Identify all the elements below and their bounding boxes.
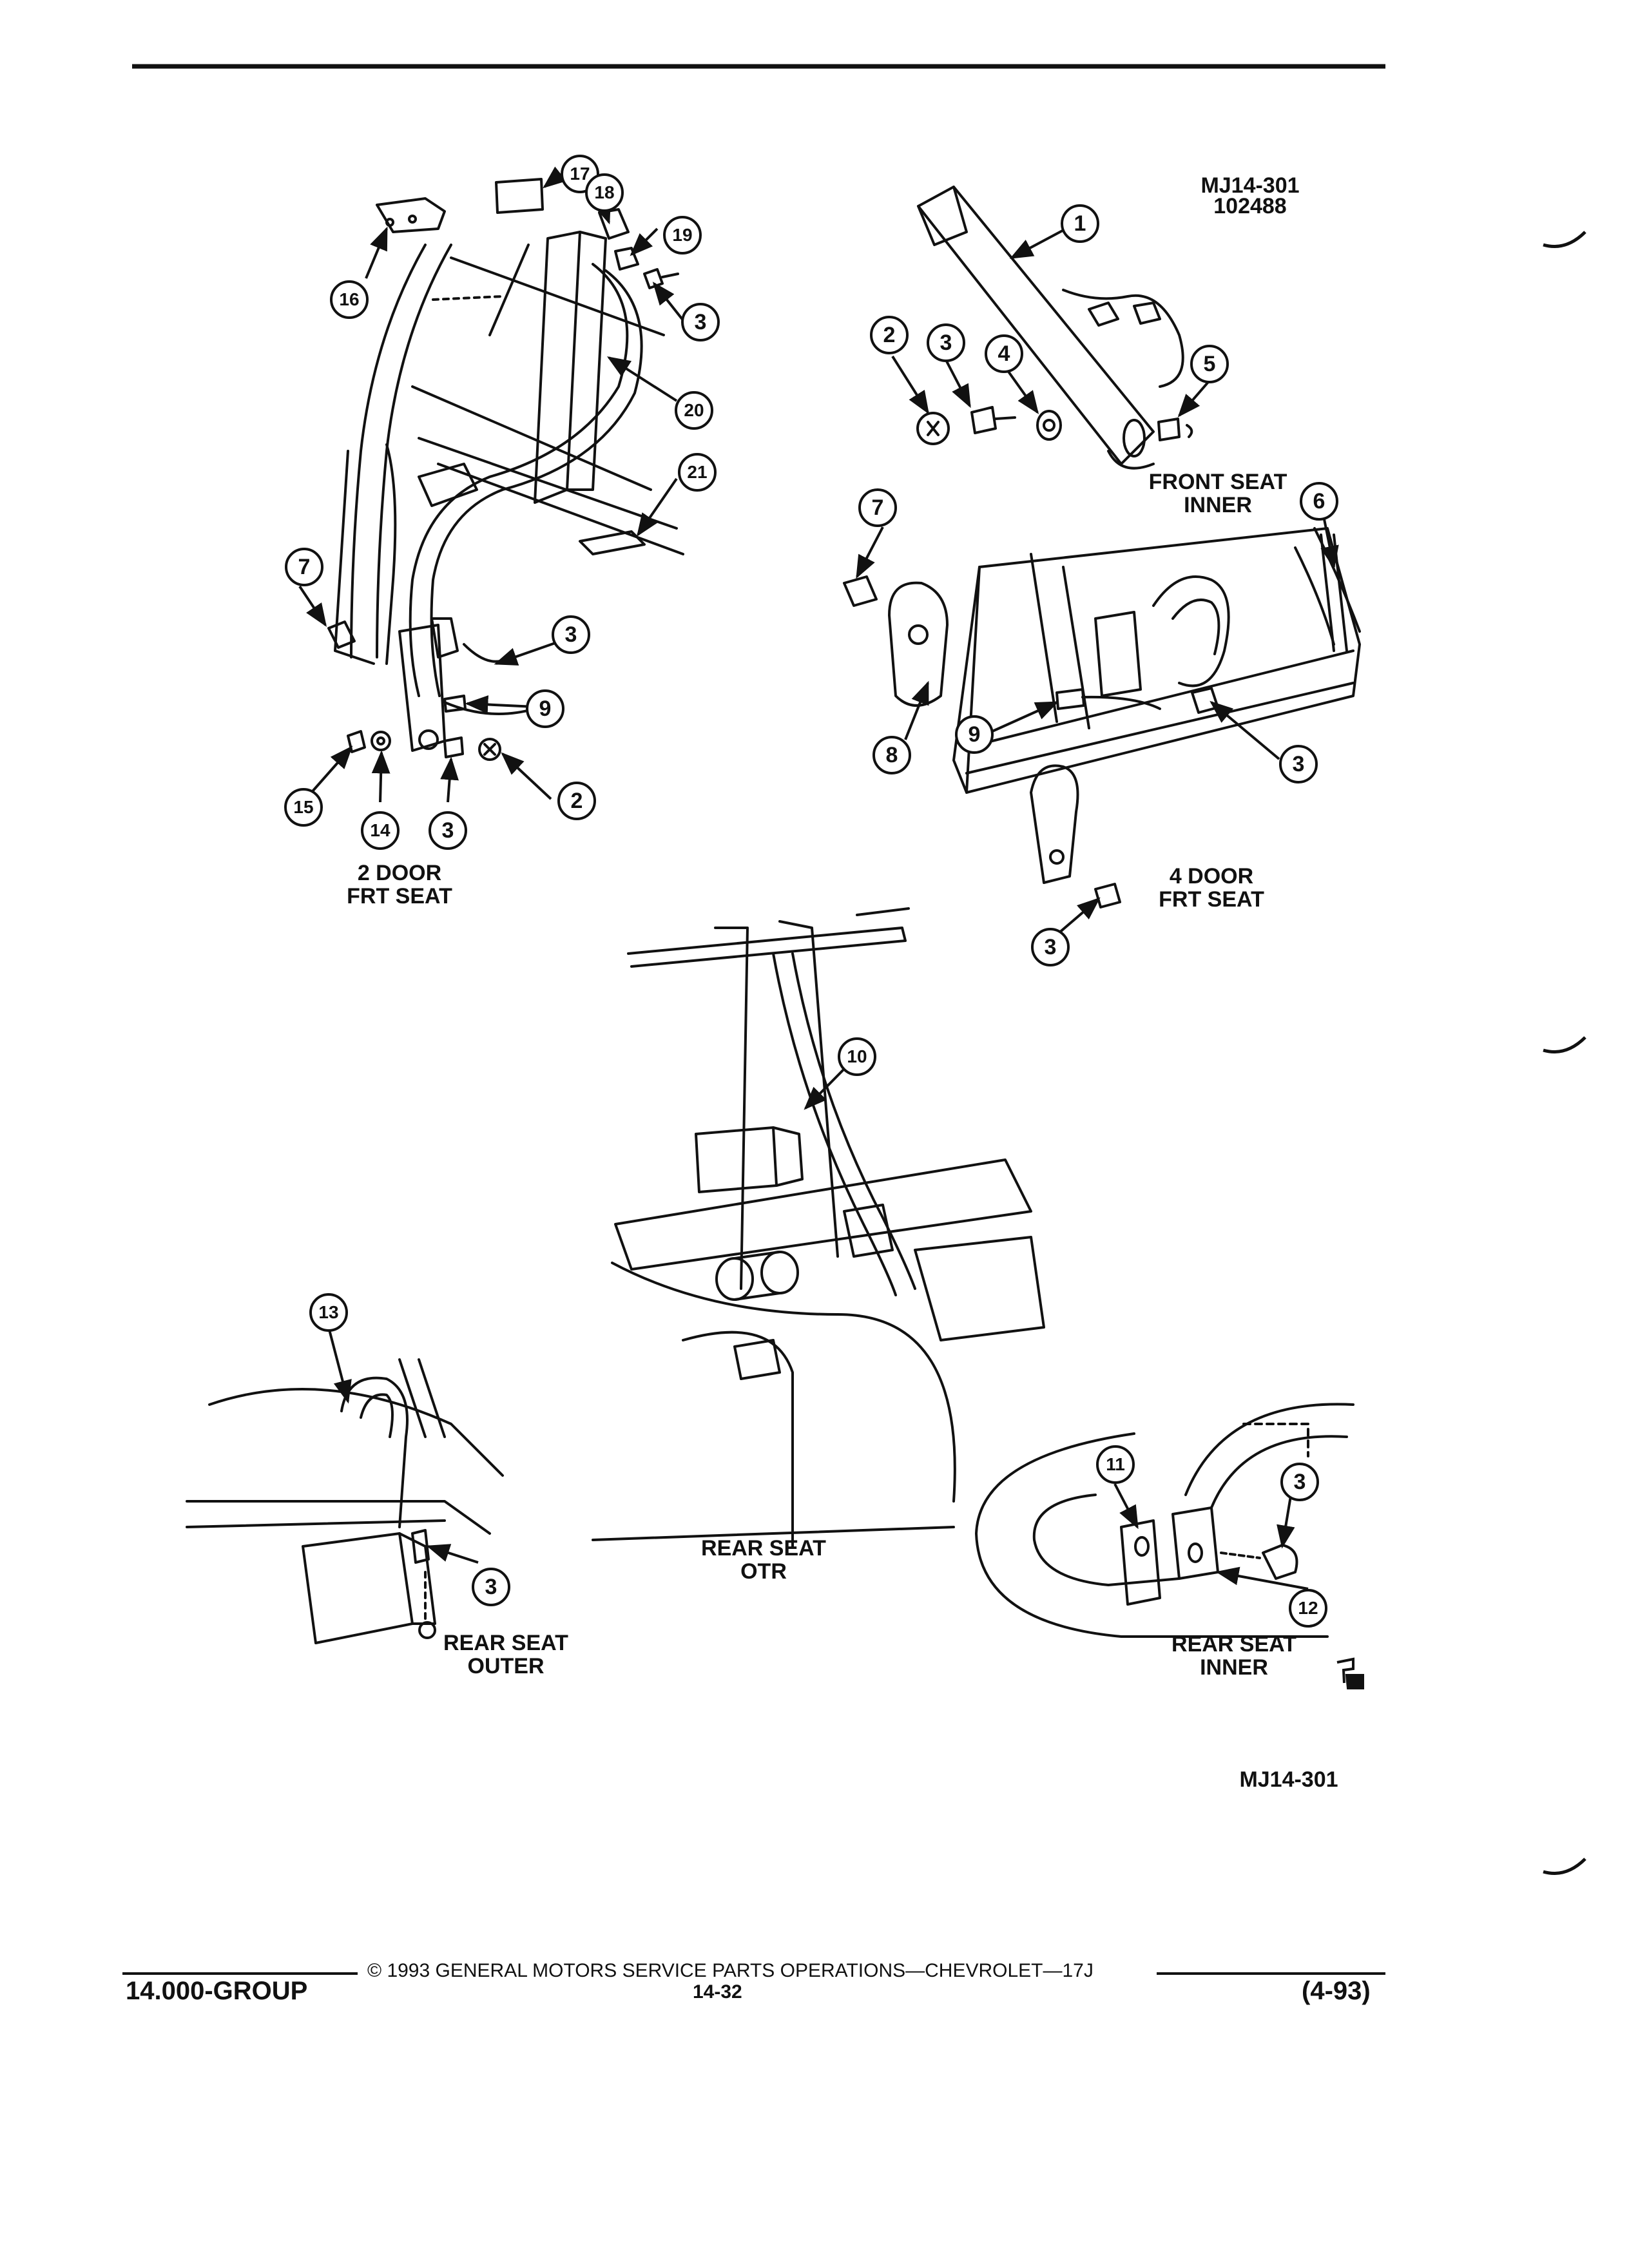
callout-3: 3 bbox=[1293, 1470, 1306, 1494]
callout-20: 20 bbox=[684, 400, 704, 420]
footer-copyright: © 1993 GENERAL MOTORS SERVICE PARTS OPER… bbox=[367, 1960, 1094, 1981]
caption-line: FRONT SEAT bbox=[1148, 470, 1287, 494]
figure-id-bottom: MJ14-301 bbox=[1239, 1767, 1338, 1792]
callout-2: 2 bbox=[570, 789, 583, 813]
binder-marks bbox=[1543, 231, 1586, 1875]
callout-circle-10 bbox=[838, 1037, 876, 1076]
callout-circle-7a bbox=[858, 488, 897, 527]
caption-line: REAR SEAT bbox=[443, 1631, 568, 1655]
callout-7: 7 bbox=[871, 495, 884, 520]
callout-12: 12 bbox=[1298, 1598, 1318, 1618]
callout-3: 3 bbox=[694, 310, 707, 334]
callout-9: 9 bbox=[968, 722, 981, 747]
callout-15: 15 bbox=[293, 797, 314, 817]
callout-circle-2a bbox=[870, 316, 909, 354]
callout-13: 13 bbox=[318, 1302, 339, 1322]
callout-14: 14 bbox=[370, 820, 390, 840]
footer-revision: (4-93) bbox=[1302, 1977, 1371, 2005]
caption-rear-seat-otr: REAR SEAT OTR bbox=[693, 1535, 834, 1584]
callout-circle-15 bbox=[284, 788, 323, 827]
callout-3: 3 bbox=[1044, 935, 1057, 959]
callout-circle-8 bbox=[872, 736, 911, 774]
caption-four-door-front-seat: 4 DOOR FRT SEAT bbox=[1141, 863, 1282, 912]
callout-16: 16 bbox=[339, 289, 360, 309]
caption-line: REAR SEAT bbox=[701, 1536, 826, 1561]
rear-seat-outer-illustration bbox=[186, 1358, 504, 1644]
callout-3: 3 bbox=[564, 622, 577, 647]
callout-circle-3f bbox=[429, 811, 467, 850]
callout-circle-3g bbox=[472, 1568, 510, 1606]
callout-circle-9a bbox=[955, 715, 994, 754]
callout-circle-6 bbox=[1300, 482, 1338, 521]
callout-circle-9b bbox=[526, 689, 564, 728]
caption-line: FRT SEAT bbox=[347, 884, 452, 908]
caption-line: OUTER bbox=[467, 1654, 545, 1678]
callout-circle-14 bbox=[361, 811, 400, 850]
two-door-front-seat-illustration bbox=[327, 178, 684, 761]
callout-9: 9 bbox=[539, 697, 552, 721]
callout-3: 3 bbox=[1292, 752, 1305, 776]
callout-circle-2b bbox=[557, 782, 596, 820]
caption-rear-seat-inner: REAR SEAT INNER bbox=[1160, 1631, 1308, 1680]
callout-8: 8 bbox=[885, 743, 898, 767]
callout-10: 10 bbox=[847, 1046, 867, 1066]
callout-1: 1 bbox=[1074, 211, 1086, 236]
callout-11: 11 bbox=[1106, 1454, 1125, 1474]
caption-front-seat-inner: FRONT SEAT INNER bbox=[1141, 469, 1295, 518]
caption-line: OTR bbox=[740, 1559, 787, 1584]
callout-circle-19 bbox=[663, 216, 702, 255]
callout-2: 2 bbox=[883, 323, 896, 347]
callout-circle-11 bbox=[1096, 1445, 1135, 1484]
callout-6: 6 bbox=[1313, 489, 1325, 514]
caption-two-door-front-seat: 2 DOOR FRT SEAT bbox=[322, 860, 477, 909]
callout-17: 17 bbox=[570, 164, 590, 184]
callout-circle-3a bbox=[927, 323, 965, 362]
gm-logo-mark bbox=[1336, 1657, 1364, 1689]
callout-circle-13 bbox=[309, 1293, 348, 1332]
callout-circle-3h bbox=[1280, 1463, 1319, 1501]
callout-circle-3c bbox=[1031, 928, 1070, 966]
callout-circle-3b bbox=[1279, 745, 1318, 783]
caption-line: INNER bbox=[1184, 493, 1252, 517]
four-door-front-seat-illustration bbox=[843, 527, 1361, 908]
front-seat-inner-illustration bbox=[916, 186, 1193, 470]
callout-3: 3 bbox=[441, 818, 454, 843]
callout-circle-1 bbox=[1061, 204, 1099, 243]
callout-circle-16 bbox=[330, 280, 369, 319]
callout-circle-18 bbox=[585, 173, 624, 212]
callout-circle-12 bbox=[1289, 1589, 1327, 1628]
callout-circle-3d bbox=[681, 303, 720, 341]
callout-18: 18 bbox=[594, 182, 615, 202]
callout-5: 5 bbox=[1203, 352, 1216, 376]
callout-19: 19 bbox=[672, 225, 693, 245]
figure-id-line2: 102488 bbox=[1213, 194, 1287, 218]
footer-group: 14.000-GROUP bbox=[126, 1977, 308, 2005]
callout-3: 3 bbox=[485, 1575, 497, 1599]
caption-line: 2 DOOR bbox=[357, 861, 442, 885]
callout-7: 7 bbox=[298, 555, 311, 579]
callout-circle-20 bbox=[675, 391, 713, 430]
callout-circles bbox=[284, 155, 1338, 1628]
callout-21: 21 bbox=[687, 462, 708, 482]
figure-id-top: MJ14-301 102488 bbox=[1186, 173, 1315, 219]
caption-line: REAR SEAT bbox=[1171, 1632, 1296, 1657]
callout-3: 3 bbox=[940, 331, 952, 355]
callout-circle-3e bbox=[552, 615, 590, 654]
caption-line: FRT SEAT bbox=[1159, 887, 1264, 912]
callout-circle-4 bbox=[985, 334, 1023, 373]
rear-seat-inner-illustration bbox=[975, 1403, 1354, 1638]
caption-rear-seat-outer: REAR SEAT OUTER bbox=[432, 1630, 580, 1679]
caption-line: 4 DOOR bbox=[1169, 864, 1254, 889]
callout-4: 4 bbox=[998, 341, 1010, 366]
callout-circle-7b bbox=[285, 548, 323, 586]
footer-page-number: 14-32 bbox=[693, 1981, 742, 2003]
figure-id-line1: MJ14-301 bbox=[1200, 173, 1300, 198]
callout-circle-5 bbox=[1190, 345, 1229, 383]
rear-seat-otr-illustration bbox=[592, 907, 1045, 1548]
caption-line: INNER bbox=[1200, 1655, 1268, 1680]
callout-circle-21 bbox=[678, 453, 717, 492]
